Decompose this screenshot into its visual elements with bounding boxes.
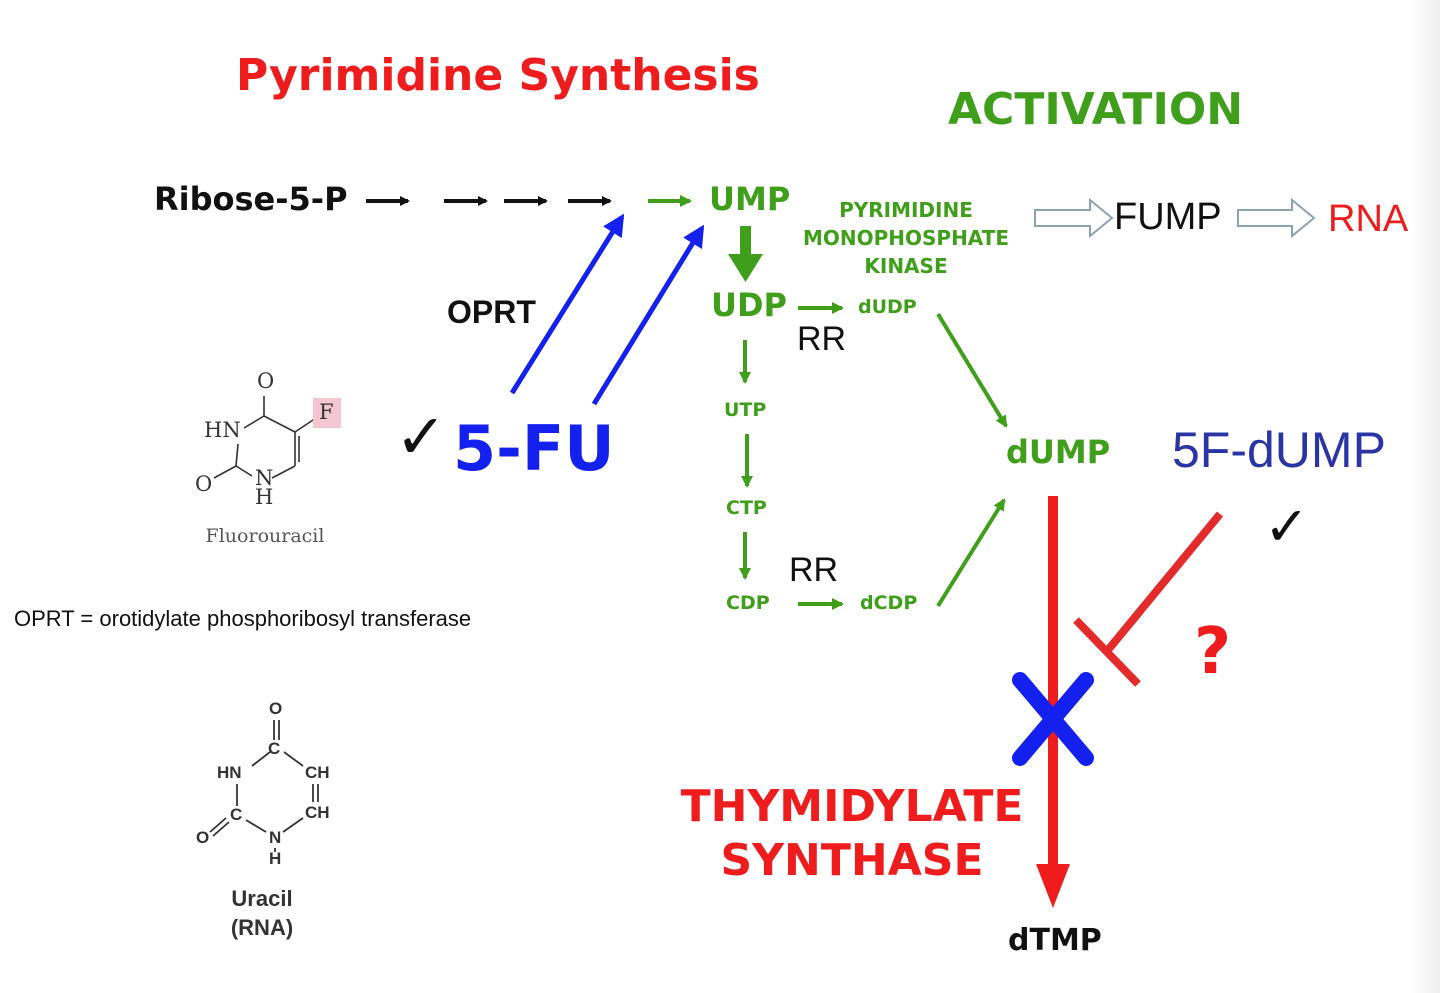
- oprt-definition: OPRT = orotidylate phosphoribosyl transf…: [14, 606, 472, 631]
- atom-c: C: [230, 805, 243, 824]
- label-thymidylate-synthase: THYMIDYLATE SYNTHASE: [680, 781, 1024, 886]
- uracil-structure: [209, 720, 319, 852]
- label-rr-lower: RR: [789, 551, 839, 589]
- arrow-to-rna: [1237, 197, 1316, 239]
- check-mark-icon: ✓: [395, 403, 447, 472]
- atom-c: C: [268, 739, 281, 758]
- node-dcdp: dCDP: [860, 592, 918, 614]
- atom-h: H: [255, 485, 274, 509]
- node-dudp: dUDP: [858, 296, 917, 318]
- ts-reaction: [1012, 496, 1224, 908]
- inhibit-stem: [1104, 511, 1224, 653]
- node-rna: RNA: [1328, 198, 1409, 240]
- arrow-5fu-ump: [591, 224, 705, 406]
- atom-n: N: [255, 466, 274, 490]
- atom-o: O: [195, 472, 213, 496]
- node-ctp: CTP: [726, 497, 767, 519]
- node-cdp: CDP: [726, 592, 770, 614]
- check-mark-icon: ✓: [1264, 497, 1310, 557]
- hollow-arrows: [1034, 197, 1316, 239]
- node-fump: FUMP: [1114, 196, 1222, 238]
- atom-n: N: [269, 828, 282, 847]
- uracil-caption: Uracil (RNA): [230, 886, 294, 940]
- atom-hn: HN: [204, 418, 241, 442]
- arrow-5fu-oprt: [509, 213, 625, 395]
- node-ump: UMP: [709, 180, 791, 218]
- node-5f-dump: 5F-dUMP: [1172, 422, 1386, 478]
- arrow-to-fump: [1034, 197, 1114, 239]
- activation-heading: ACTIVATION: [948, 84, 1244, 135]
- atom-ch: CH: [305, 763, 330, 782]
- arrow-dudp-dump: [936, 312, 1008, 428]
- arrow-ump-udp: [728, 226, 763, 282]
- node-udp: UDP: [711, 286, 787, 324]
- atom-h: H: [269, 849, 282, 868]
- page-edge-shade: [1412, 0, 1440, 993]
- arrow-dcdp-dump: [936, 498, 1006, 608]
- block-x-2: [1012, 672, 1094, 766]
- label-rr-upper: RR: [797, 320, 847, 358]
- dtmp-arrowhead: [1036, 864, 1070, 908]
- atom-o: O: [257, 369, 275, 393]
- fluorouracil-structure: [213, 396, 317, 479]
- fluorouracil-caption: Fluorouracil: [205, 525, 325, 547]
- inhibit-bar: [1073, 617, 1141, 687]
- atom-hn: HN: [217, 763, 242, 782]
- atom-o: O: [196, 828, 210, 847]
- atom-ch: CH: [305, 803, 330, 822]
- label-5-fu: 5-FU: [453, 412, 615, 485]
- question-mark: ?: [1194, 615, 1232, 689]
- label-kinase: PYRIMIDINE MONOPHOSPHATE KINASE: [802, 198, 1010, 278]
- node-utp: UTP: [724, 399, 767, 421]
- fluorine-highlight: [313, 398, 341, 428]
- atom-o: O: [269, 699, 283, 718]
- node-dump: dUMP: [1006, 433, 1111, 471]
- blue-arrows: [509, 213, 705, 406]
- green-arrows: [648, 195, 1008, 610]
- node-dtmp: dTMP: [1008, 923, 1102, 958]
- diagram-title: Pyrimidine Synthesis: [236, 50, 760, 101]
- atom-f: F: [319, 400, 334, 424]
- node-ribose-5-p: Ribose-5-P: [154, 180, 348, 218]
- label-oprt: OPRT: [447, 294, 536, 330]
